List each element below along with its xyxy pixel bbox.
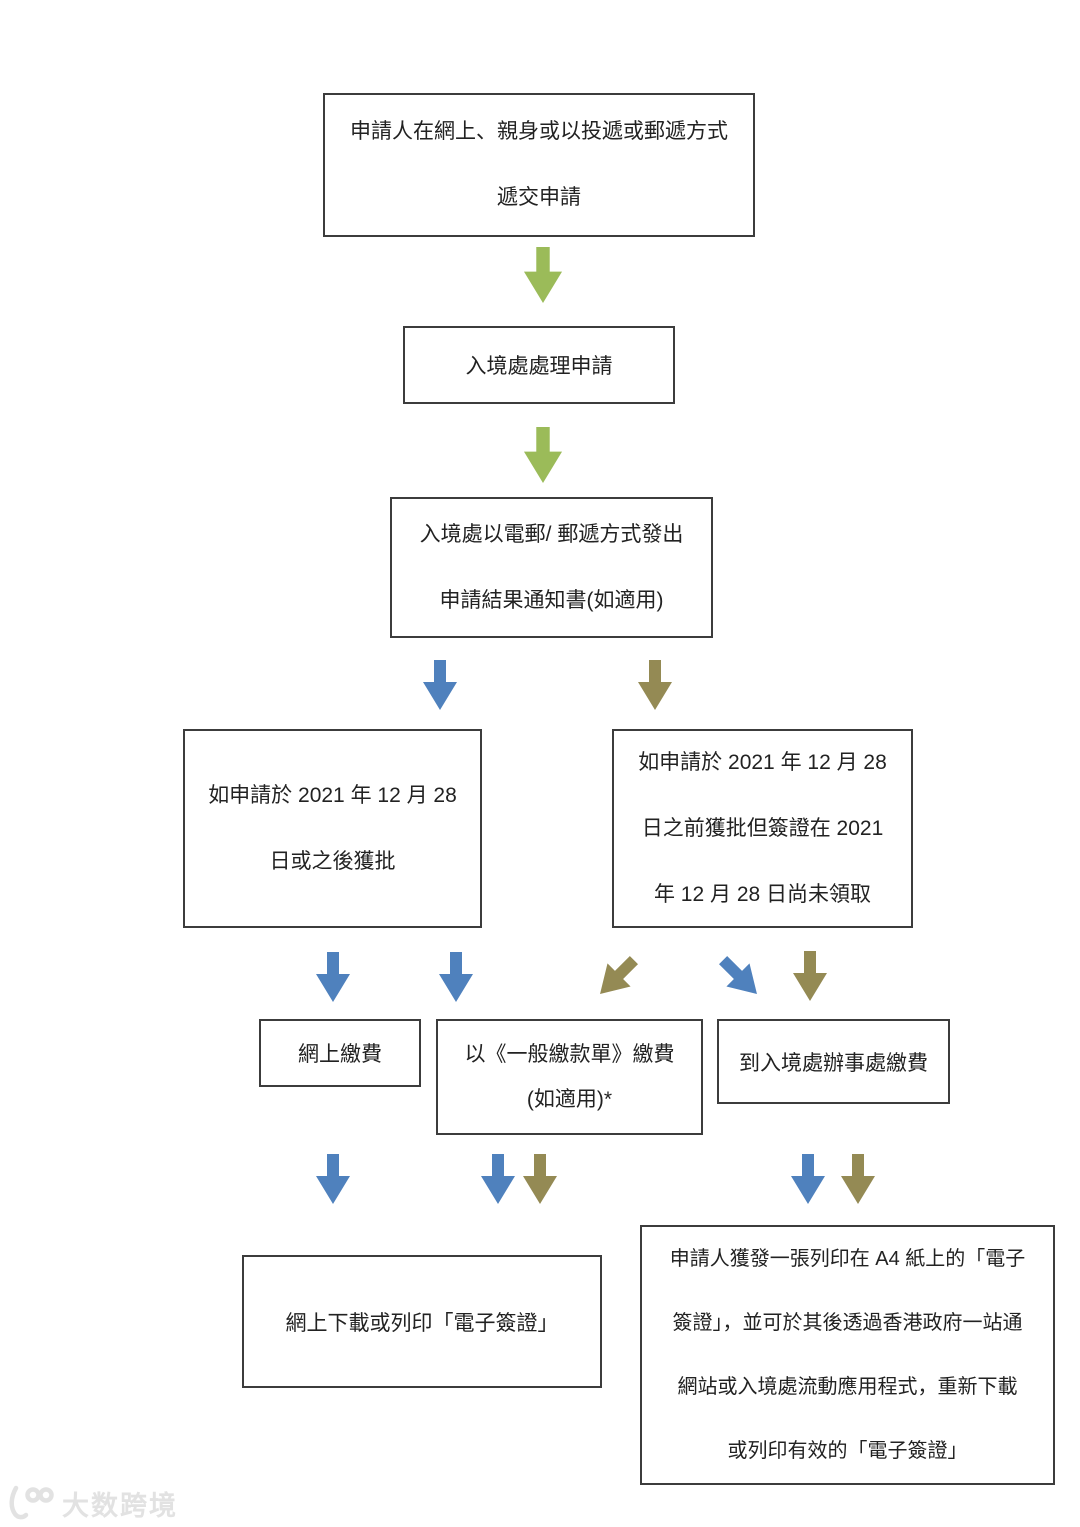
flow-box-text: 網站或入境處流動應用程式，重新下載 — [677, 1376, 1018, 1398]
flow-box-text: 申請人在網上、親身或以投遞或郵遞方式 — [350, 120, 728, 143]
arrow-down-right-blue-icon — [709, 946, 771, 1008]
flow-box-immd-processes: 入境處處理申請 — [403, 326, 675, 404]
arrow-down-blue-icon — [421, 660, 459, 710]
flow-box-text: 簽證」，並可於其後透過香港政府一站通 — [672, 1312, 1023, 1334]
arrow-down-green-icon — [520, 427, 566, 483]
flow-box-text: 到入境處辦事處繳費 — [739, 1051, 928, 1075]
watermark-label: 大数跨境 — [62, 1491, 178, 1521]
flow-box-text: 網上繳費 — [298, 1043, 382, 1066]
flow-box-text: 申請人獲發一張列印在 A4 紙上的「電子 — [669, 1248, 1026, 1270]
arrow-down-blue-icon — [479, 1154, 517, 1204]
flow-box-a4-evisa-issued: 申請人獲發一張列印在 A4 紙上的「電子 簽證」，並可於其後透過香港政府一站通 … — [640, 1225, 1055, 1485]
flow-box-approved-before-not-collected: 如申請於 2021 年 12 月 28 日之前獲批但簽證在 2021 年 12 … — [612, 729, 913, 928]
flow-box-text: 年 12 月 28 日尚未領取 — [653, 882, 872, 906]
flow-box-text: 如申請於 2021 年 12 月 28 — [638, 750, 887, 774]
arrow-down-left-olive-icon — [586, 946, 648, 1008]
watermark: 大数跨境 — [8, 1484, 178, 1523]
flow-box-text: 以《一般繳款單》繳費 — [464, 1043, 675, 1066]
arrow-down-blue-icon — [314, 952, 352, 1002]
flow-box-download-evisa-online: 網上下載或列印「電子簽證」 — [242, 1255, 602, 1388]
flow-box-approved-on-or-after: 如申請於 2021 年 12 月 28 日或之後獲批 — [183, 729, 482, 928]
flow-box-text: 遞交申請 — [497, 186, 581, 209]
flow-box-text: 或列印有效的「電子簽證」 — [727, 1440, 968, 1462]
flow-box-result-notice: 入境處以電郵/ 郵遞方式發出 申請結果通知書(如適用) — [390, 497, 713, 638]
arrow-down-blue-icon — [789, 1154, 827, 1204]
flow-box-pay-online: 網上繳費 — [259, 1019, 421, 1087]
arrow-down-blue-icon — [314, 1154, 352, 1204]
flow-box-submit-application: 申請人在網上、親身或以投遞或郵遞方式 遞交申請 — [323, 93, 755, 237]
arrow-down-blue-icon — [437, 952, 475, 1002]
arrow-down-olive-icon — [521, 1154, 559, 1204]
smiley-100-logo-icon — [8, 1485, 54, 1523]
flow-box-text: (如適用)* — [526, 1088, 613, 1111]
flow-box-text: 申請結果通知書(如適用) — [439, 588, 664, 612]
arrow-down-olive-icon — [636, 660, 674, 710]
flow-box-text: 日或之後獲批 — [269, 849, 396, 873]
arrow-down-olive-icon — [791, 951, 829, 1001]
arrow-down-olive-icon — [839, 1154, 877, 1204]
flow-box-text: 日之前獲批但簽證在 2021 — [641, 816, 884, 840]
flow-box-pay-at-office: 到入境處辦事處繳費 — [717, 1019, 950, 1104]
flow-box-text: 入境處以電郵/ 郵遞方式發出 — [419, 522, 684, 546]
flow-box-text: 如申請於 2021 年 12 月 28 — [208, 783, 457, 807]
arrow-down-green-icon — [520, 247, 566, 303]
flow-box-text: 網上下載或列印「電子簽證」 — [285, 1311, 559, 1335]
flow-box-pay-demand-note: 以《一般繳款單》繳費 (如適用)* — [436, 1019, 703, 1135]
flow-box-text: 入境處處理申請 — [465, 355, 613, 378]
